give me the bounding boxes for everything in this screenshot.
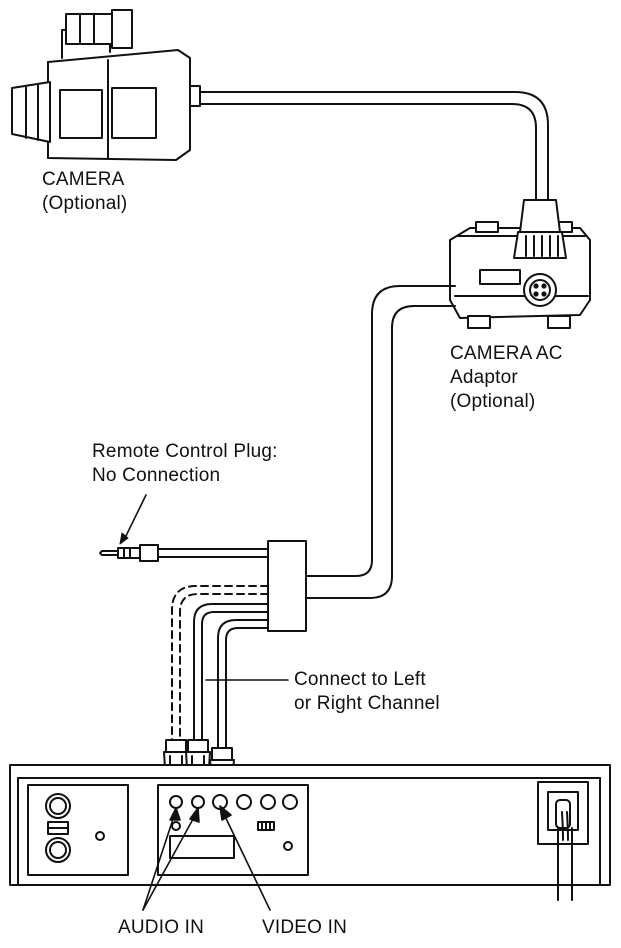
audio-cable-dashed (171, 585, 269, 746)
camera-label: CAMERA (Optional) (42, 168, 127, 216)
video-in-arrow (219, 805, 271, 911)
connect-channel-label-line2: or Right Channel (294, 693, 440, 714)
remote-plug-label-line1: Remote Control Plug: (92, 441, 278, 462)
ac-adaptor-label-line3: (Optional) (450, 391, 536, 412)
remote-plug-illustration (99, 544, 269, 562)
ac-adaptor-label-line2: Adaptor (450, 367, 518, 388)
connect-channel-label-line1: Connect to Left (294, 669, 426, 690)
connect-channel-label: Connect to Left or Right Channel (294, 668, 440, 716)
audio-in-label: AUDIO IN (118, 917, 205, 938)
adaptor-cable (305, 285, 456, 577)
junction-box (267, 540, 307, 632)
vcr-rear-panel (9, 764, 611, 901)
remote-plug-label: Remote Control Plug: No Connection (92, 440, 278, 488)
remote-plug-label-line2: No Connection (92, 465, 221, 486)
video-cable (217, 619, 269, 753)
camera-label-line1: CAMERA (42, 169, 125, 190)
ac-adaptor-illustration (449, 199, 591, 329)
audio-in-arrows (142, 807, 200, 911)
camera-illustration (11, 9, 201, 161)
video-in-label: VIDEO IN (262, 917, 348, 938)
camera-label-line2: (Optional) (42, 193, 128, 214)
ac-adaptor-label-line1: CAMERA AC (450, 343, 563, 364)
audio-cable (193, 603, 269, 746)
camera-cable (199, 91, 549, 201)
ac-adaptor-label: CAMERA AC Adaptor (Optional) (450, 342, 563, 414)
